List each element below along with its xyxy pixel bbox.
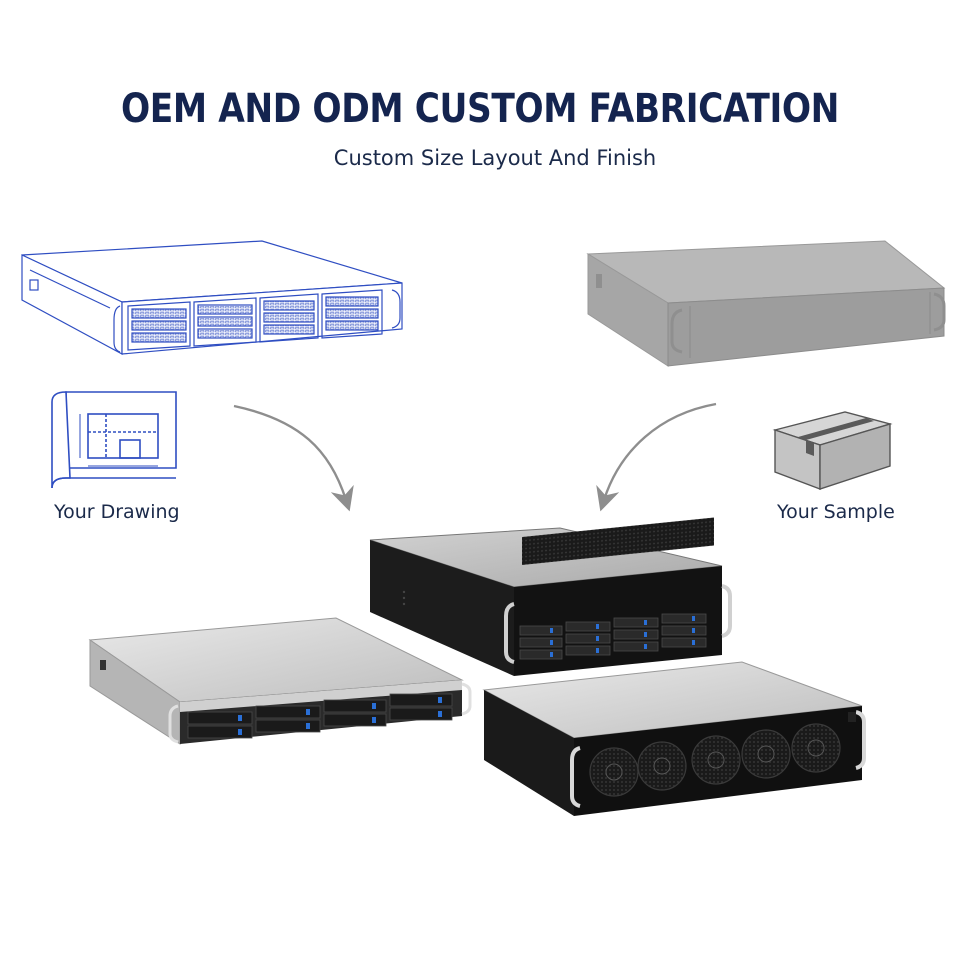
blueprint-chassis bbox=[21, 240, 403, 356]
page-title: OEM AND ODM CUSTOM FABRICATION bbox=[120, 86, 840, 132]
page-subtitle: Custom Size Layout And Finish bbox=[333, 146, 657, 170]
sample-to-product-arrow bbox=[596, 402, 717, 512]
sample-caption: Your Sample bbox=[777, 501, 895, 523]
fan-chassis-3u bbox=[482, 661, 866, 816]
cardboard-box-icon bbox=[772, 411, 893, 491]
drawing-caption: Your Drawing bbox=[54, 501, 180, 523]
drawing-to-product-arrow bbox=[233, 404, 354, 512]
cooling-fans bbox=[589, 723, 841, 797]
drive-bays bbox=[187, 693, 453, 739]
sample-chassis bbox=[586, 240, 946, 367]
storage-chassis-4u bbox=[369, 517, 732, 676]
blueprint-sheet-icon bbox=[51, 391, 177, 489]
drive-bays bbox=[519, 613, 707, 660]
silver-chassis-2u bbox=[88, 617, 472, 745]
